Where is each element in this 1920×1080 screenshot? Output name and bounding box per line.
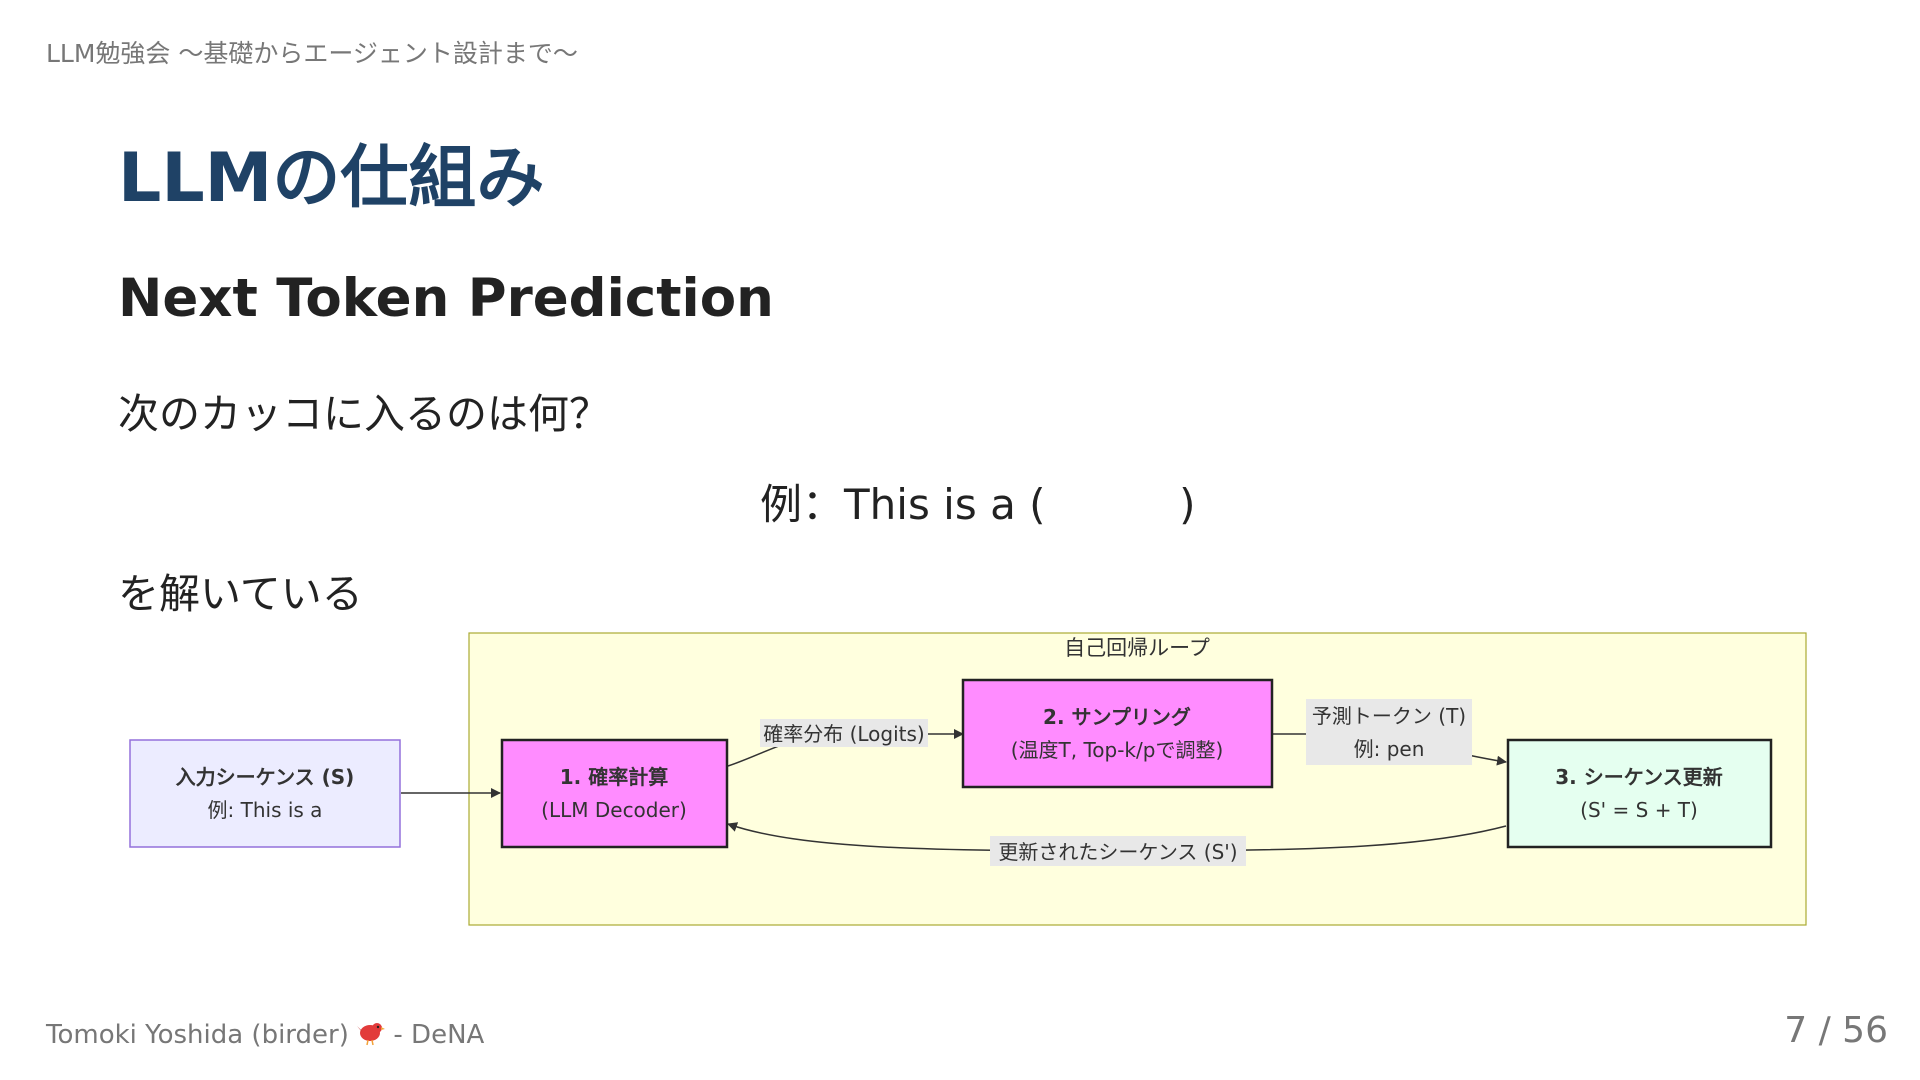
edge-label-bg-updated xyxy=(990,836,1246,866)
edge-label-token-line1: 予測トークン (T) xyxy=(1312,704,1466,728)
node-sampling-line2: (温度T, Top-k/pで調整) xyxy=(1011,738,1224,762)
example-text: 例：This is a ( ) xyxy=(760,471,1195,532)
page-title: LLMの仕組み xyxy=(118,139,545,218)
node-sampling xyxy=(961,678,1274,789)
node-calc-line1: 1. 確率計算 xyxy=(560,765,668,789)
section-subtitle: Next Token Prediction xyxy=(118,268,774,329)
edge-label-logits: 確率分布 (Logits) xyxy=(763,722,925,746)
edge-label-bg-logits xyxy=(760,719,928,747)
organization-name: - DeNA xyxy=(393,1020,485,1050)
node-input-line2: 例: This is a xyxy=(208,798,323,822)
edge-label-updated: 更新されたシーケンス (S') xyxy=(998,840,1237,864)
node-update-line1: 3. シーケンス更新 xyxy=(1555,765,1722,789)
node-sequence-update xyxy=(1506,738,1773,849)
node-update-line2: (S' = S + T) xyxy=(1580,798,1698,822)
bird-icon xyxy=(357,1020,386,1053)
example-suffix: ) xyxy=(1179,480,1196,529)
page-number: 7 / 56 xyxy=(1784,1010,1888,1051)
loop-cluster-label: 自己回帰ループ xyxy=(1064,636,1210,660)
node-probability-calc xyxy=(500,738,729,849)
edge-label-token-line2: 例: pen xyxy=(1354,737,1425,761)
author-name: Tomoki Yoshida (birder) xyxy=(46,1020,349,1050)
node-sampling-line1: 2. サンプリング xyxy=(1043,705,1191,729)
deck-title: LLM勉強会 〜基礎からエージェント設計まで〜 xyxy=(46,39,578,68)
node-calc-line2: (LLM Decoder) xyxy=(541,798,687,822)
solving-text: を解いている xyxy=(118,570,363,618)
question-text: 次のカッコに入るのは何？ xyxy=(118,390,610,438)
node-input-line1: 入力シーケンス (S) xyxy=(176,765,355,789)
edge-label-bg-token xyxy=(1306,699,1472,765)
node-input-sequence xyxy=(129,739,401,848)
example-prefix: 例：This is a ( xyxy=(760,480,1046,529)
footer-author: Tomoki Yoshida (birder) - DeNA xyxy=(46,1020,484,1053)
